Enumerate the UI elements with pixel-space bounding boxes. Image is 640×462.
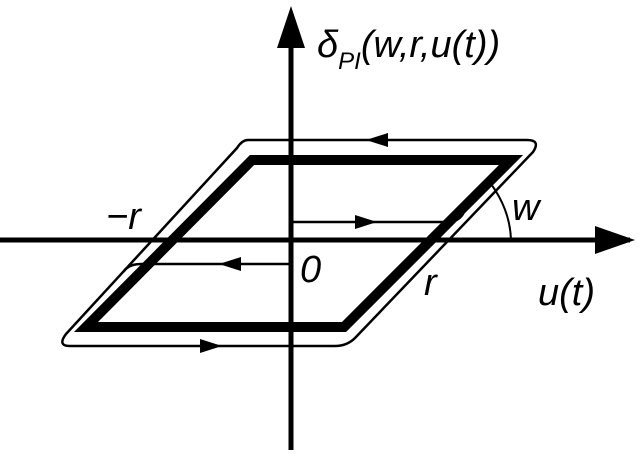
y-axis-args: (w,r,u(t)) bbox=[361, 24, 500, 66]
arrow-top-left bbox=[366, 133, 388, 147]
arrow-inner-right bbox=[355, 215, 377, 229]
origin-label: 0 bbox=[300, 249, 321, 291]
slope-angle-arc bbox=[487, 179, 512, 241]
lower-inner-branch bbox=[122, 262, 294, 273]
slope-label: w bbox=[512, 187, 542, 229]
arrow-bottom-right bbox=[200, 339, 222, 353]
x-axis-label: u(t) bbox=[538, 272, 595, 314]
hysteresis-loop bbox=[73, 155, 524, 332]
y-axis-arrowhead bbox=[277, 6, 305, 48]
outer-hysteresis-path bbox=[61, 138, 538, 348]
y-axis-subscript: PI bbox=[338, 48, 361, 75]
neg-r-label: −r bbox=[106, 196, 142, 238]
y-axis-symbol: δ bbox=[317, 24, 339, 66]
pos-r-label: r bbox=[424, 262, 438, 304]
y-axis-label: δPI(w,r,u(t)) bbox=[317, 24, 500, 75]
x-axis-arrowhead bbox=[595, 226, 635, 254]
upper-inner-branch bbox=[289, 212, 465, 224]
arrow-inner-left bbox=[219, 257, 241, 271]
